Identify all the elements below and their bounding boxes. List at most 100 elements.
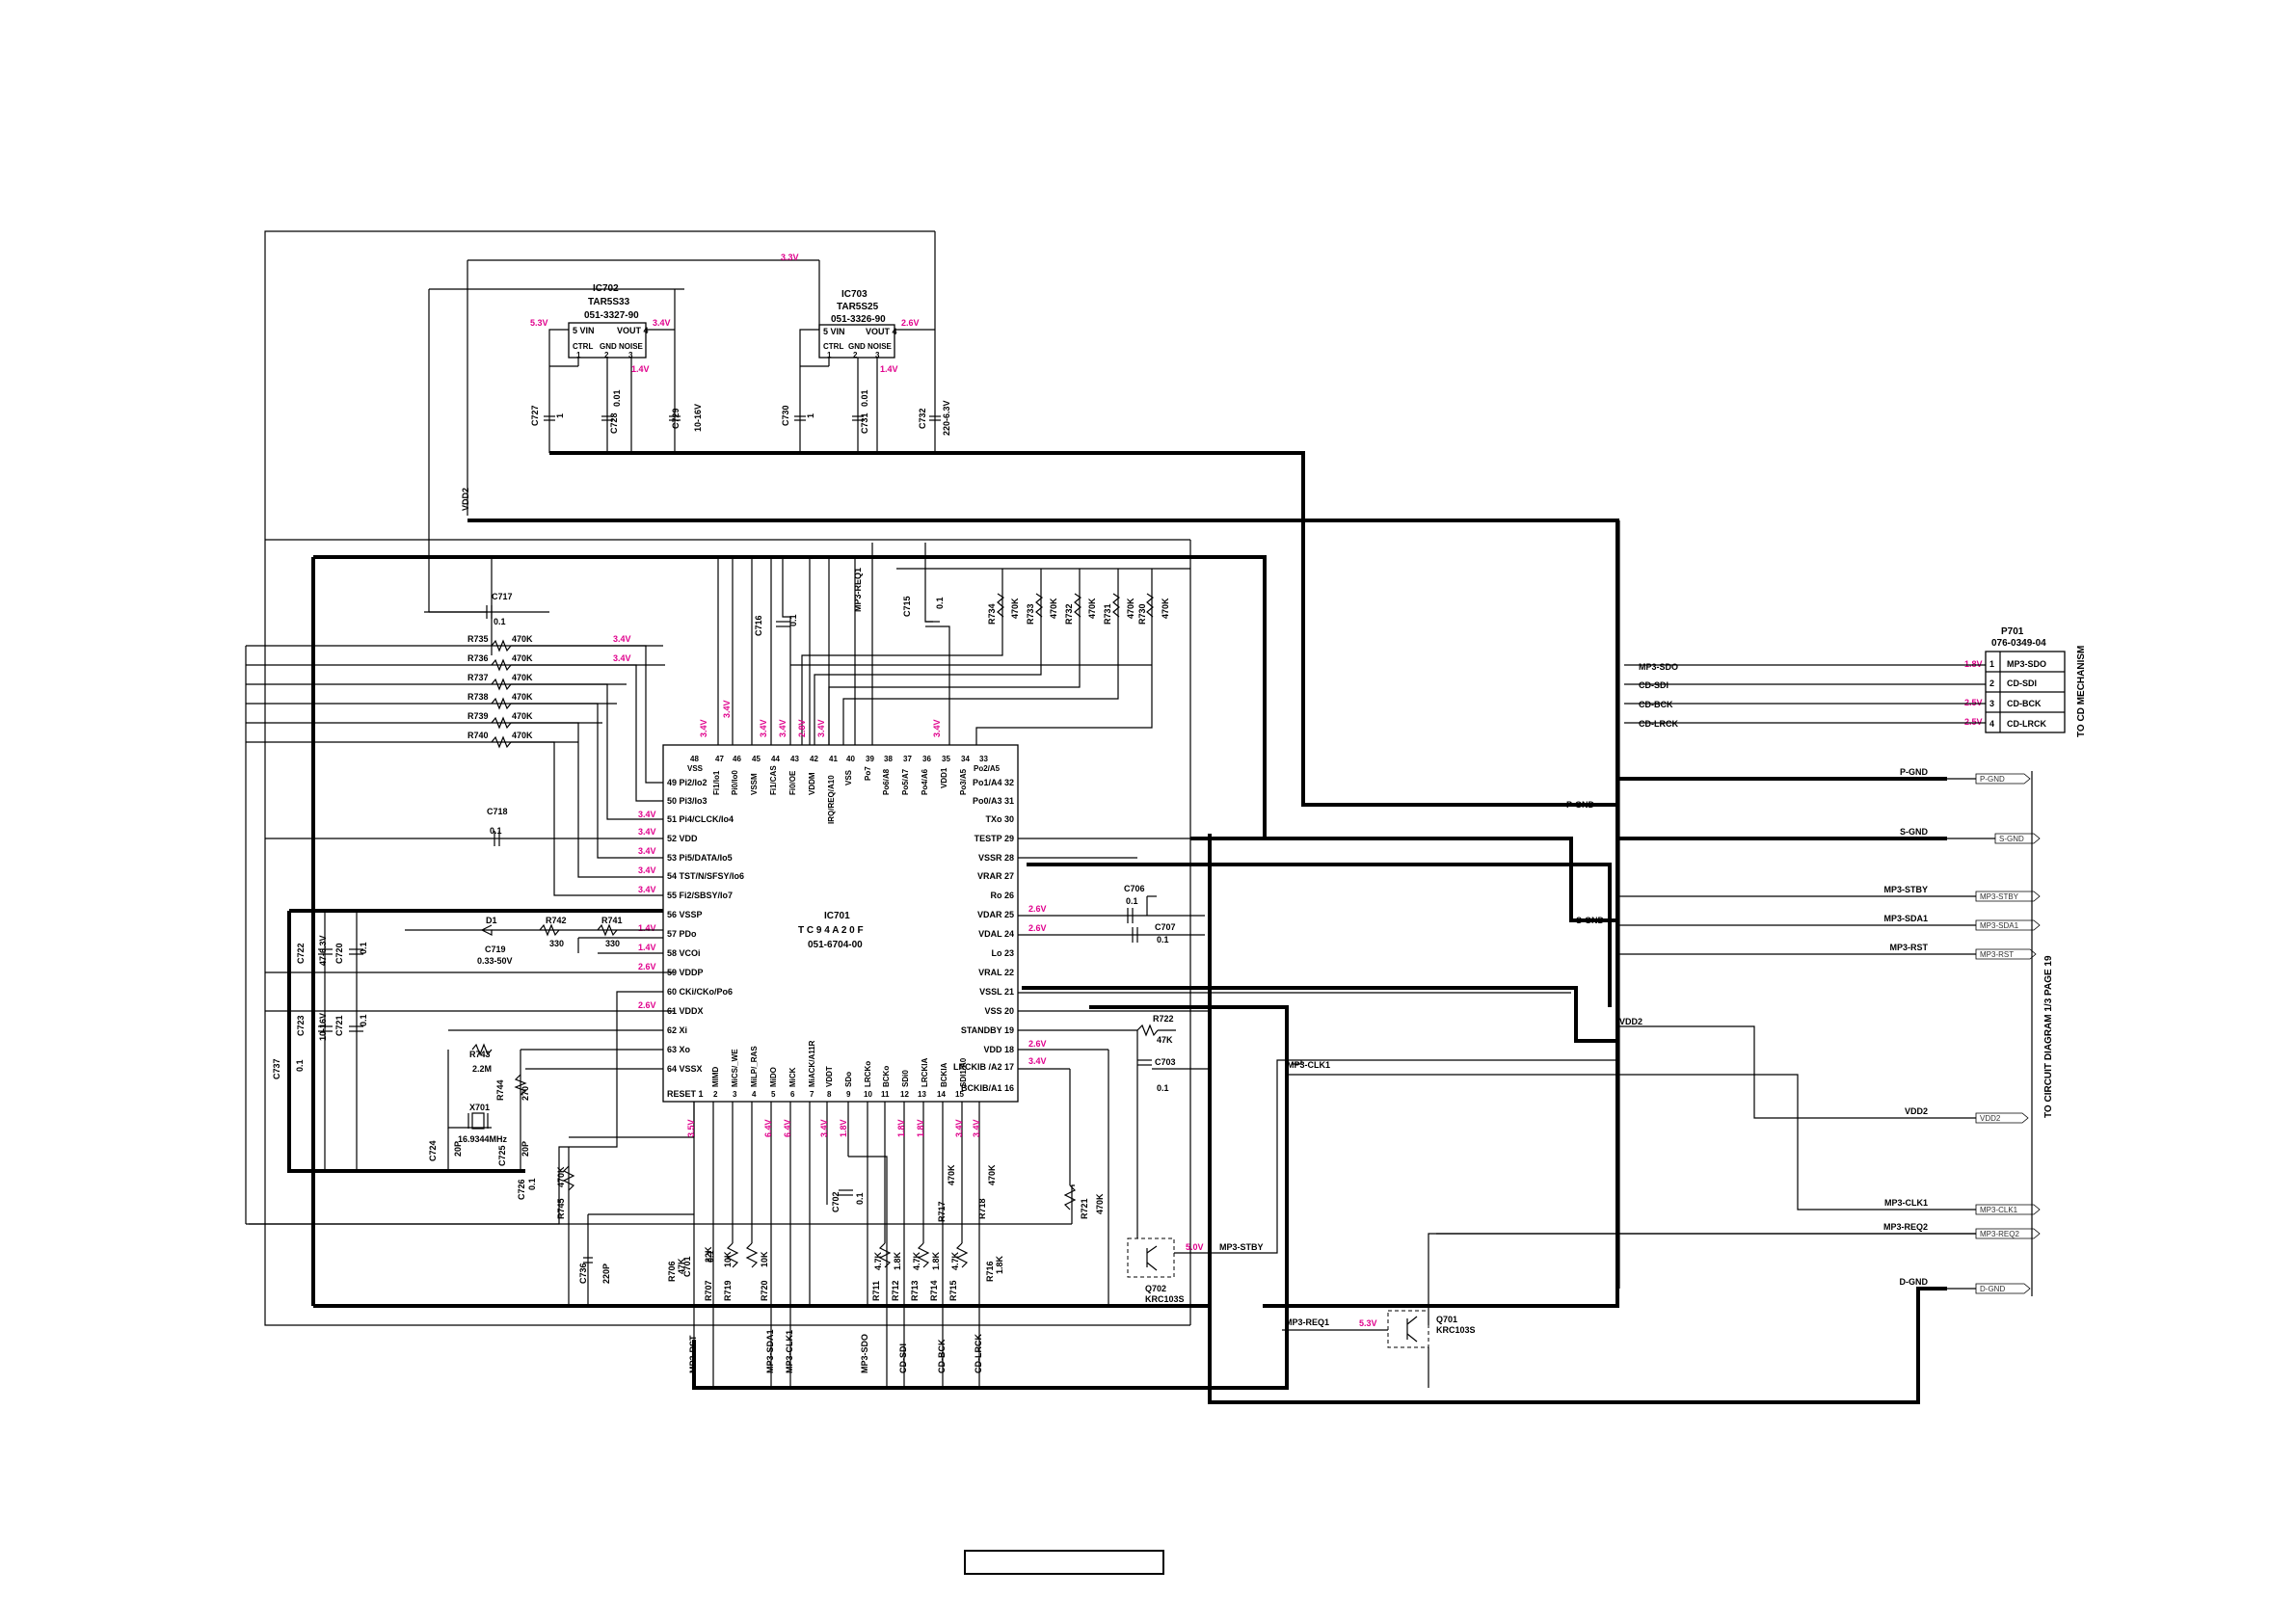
c722-val: 47-6.3V xyxy=(318,935,328,966)
pin-41-name: IRQ/REQ/A10 xyxy=(827,775,836,824)
right-net-wires xyxy=(1286,520,1947,1388)
p701-pin2-num: 2 xyxy=(1989,678,1994,688)
r741-val: 330 xyxy=(605,939,620,948)
r733-val: 470K xyxy=(1049,598,1058,619)
pin-18: VDD 18 xyxy=(983,1045,1014,1054)
c722-ref: C722 xyxy=(296,943,306,964)
pin-9-num: 9 xyxy=(846,1090,851,1099)
mp3-stby-label: MP3-STBY xyxy=(1883,885,1928,894)
pin-24-voltage: 2.6V xyxy=(1028,923,1047,933)
pin-52: 52 VDD xyxy=(667,834,698,843)
s-gnd-label: S-GND xyxy=(1900,827,1929,837)
mp3-sdo-bottom-label: MP3-SDO xyxy=(860,1334,869,1373)
r744-ref: R744 xyxy=(495,1079,505,1101)
pin-35-voltage: 3.4V xyxy=(932,719,942,737)
pin-50: 50 Pi3/Io3 xyxy=(667,796,707,806)
r738-val: 470K xyxy=(512,692,533,702)
c720-ref: C720 xyxy=(334,943,344,964)
ic702-part: TAR5S33 xyxy=(588,297,630,307)
pin-9-name: SDo xyxy=(844,1072,853,1087)
r745-val: 470K xyxy=(556,1166,566,1187)
pin-27: VRAR 27 xyxy=(977,871,1014,881)
c719-ref: C719 xyxy=(485,945,506,954)
pin-5-voltage: 6.4V xyxy=(763,1119,773,1137)
r739-val: 470K xyxy=(512,711,533,721)
cd-lrck-voltage: 2.5V xyxy=(1964,717,1983,727)
pin-42-num: 42 xyxy=(810,755,818,763)
r715-ref: R715 xyxy=(948,1280,958,1301)
pin-53-voltage: 3.4V xyxy=(638,846,656,856)
ic703-pin-vin: 5 VIN xyxy=(823,327,845,336)
pin-61: 61 VDDX xyxy=(667,1006,704,1016)
pin-7-name: MiACK/A11R xyxy=(808,1040,816,1087)
pin-15-voltage: 3.4V xyxy=(972,1119,981,1137)
pin-12-num: 12 xyxy=(900,1090,909,1099)
pin-59-voltage: 2.6V xyxy=(638,962,656,971)
pin-13-name: LRCKIA xyxy=(921,1058,929,1087)
r720-ref: R720 xyxy=(760,1280,769,1301)
c703-ref: C703 xyxy=(1155,1057,1176,1067)
q702-voltage: 5.0V xyxy=(1186,1242,1204,1252)
cd-sdi-right-label: CD-SDI xyxy=(1639,680,1669,690)
ic701-top-pins: 48 VSS 47 Fi1/Io1 46 Pi0/Io0 45 VSSM 44 … xyxy=(687,755,1001,824)
mp3-sdo-right-label: MP3-SDO xyxy=(1639,662,1678,672)
r734-val: 470K xyxy=(1010,598,1020,619)
pin-20: VSS 20 xyxy=(984,1006,1014,1016)
r716-val: 1.8K xyxy=(995,1255,1004,1274)
c702-ref: C702 xyxy=(831,1191,841,1212)
bottom-net-labels: MP3-RST MP3-SDA1 MP3-CLK1 MP3-SDO CD-SDI… xyxy=(688,1329,1210,1389)
c737-val: 0.1 xyxy=(295,1059,305,1072)
pin-22: VRAL 22 xyxy=(978,968,1014,977)
r739-ref: R739 xyxy=(467,711,489,721)
c723-ref: C723 xyxy=(296,1015,306,1036)
pin-17-voltage: 3.4V xyxy=(1028,1056,1047,1066)
pin-3-num: 3 xyxy=(733,1090,737,1099)
pin-39-num: 39 xyxy=(866,755,874,763)
mp3-rst-bottom-label: MP3-RST xyxy=(688,1335,698,1373)
cd-lrck-right-label: CD-LRCK xyxy=(1639,719,1678,729)
c707-ref: C707 xyxy=(1155,922,1176,932)
ic701-left-pins: 49 Pi2/Io2 50 Pi3/Io3 51 Pi4/CLCK/Io4 52… xyxy=(667,778,744,1099)
q701-part: KRC103S xyxy=(1436,1325,1476,1335)
ic703-vout-voltage: 2.6V xyxy=(901,318,920,328)
pullup-resistor-bank: R735 470K R736 470K R737 470K R738 470K … xyxy=(467,634,631,749)
mp3-stby-flag: MP3-STBY xyxy=(1980,892,2019,901)
pin-47-voltage: 3.4V xyxy=(722,700,732,718)
p701-pin1-name: MP3-SDO xyxy=(2007,659,2046,669)
ic703-vin-voltage: 3.3V xyxy=(781,253,799,262)
r717-ref: R717 xyxy=(937,1201,947,1222)
pin-18-voltage: 2.6V xyxy=(1028,1039,1047,1049)
ic703-pin-3: 3 xyxy=(875,351,880,359)
transistor-q702: Q702 KRC103S 5.0V MP3-STBY xyxy=(1127,1059,1619,1304)
pin-4-name: MiLP/_RAS xyxy=(750,1046,759,1087)
pin-31: Po0/A3 31 xyxy=(973,796,1014,806)
r732-val: 470K xyxy=(1087,598,1097,619)
pin-36-num: 36 xyxy=(922,755,931,763)
pin-51-voltage: 3.4V xyxy=(638,810,656,819)
p701-pin2-name: CD-SDI xyxy=(2007,678,2037,688)
c726-val: 0.1 xyxy=(527,1178,537,1190)
p-gnd-label: P-GND xyxy=(1900,767,1929,777)
c701-val: 0.1 xyxy=(706,1250,715,1263)
pin-37-num: 37 xyxy=(903,755,912,763)
lower-left-components: C718 0.1 D1 R742 330 R741 330 C719 0.33-… xyxy=(272,807,695,1306)
mp3-req2-label: MP3-REQ2 xyxy=(1883,1222,1928,1232)
pin-58-voltage: 1.4V xyxy=(638,943,656,952)
cd-bck-voltage: 2.5V xyxy=(1964,698,1983,707)
pin-59: 59 VDDP xyxy=(667,968,704,977)
pin-45-num: 45 xyxy=(752,755,761,763)
p701-code: 076-0349-04 xyxy=(1991,638,2046,649)
circuit-diagram-reference-note: TO CIRCUIT DIAGRAM 1/3 PAGE 19 xyxy=(2043,955,2054,1118)
pin-42-name: VDDM xyxy=(808,772,816,795)
ic702-vin-voltage: 5.3V xyxy=(530,318,548,328)
c727-ref: C727 xyxy=(530,405,540,426)
pin-43-num: 43 xyxy=(790,755,799,763)
ic701-right-wires: C706 0.1 C707 0.1 C703 0.1 R722 47K 2.6V… xyxy=(1018,568,1571,1306)
q701-ref: Q701 xyxy=(1436,1315,1457,1324)
r717-val: 470K xyxy=(947,1164,956,1185)
ic701-left-wires xyxy=(245,611,675,1225)
ic703-code: 051-3326-90 xyxy=(831,314,886,325)
pin-46-num: 46 xyxy=(733,755,741,763)
ic702-pin-3: 3 xyxy=(628,351,633,359)
cd-lrck-bottom-label: CD-LRCK xyxy=(974,1334,983,1373)
